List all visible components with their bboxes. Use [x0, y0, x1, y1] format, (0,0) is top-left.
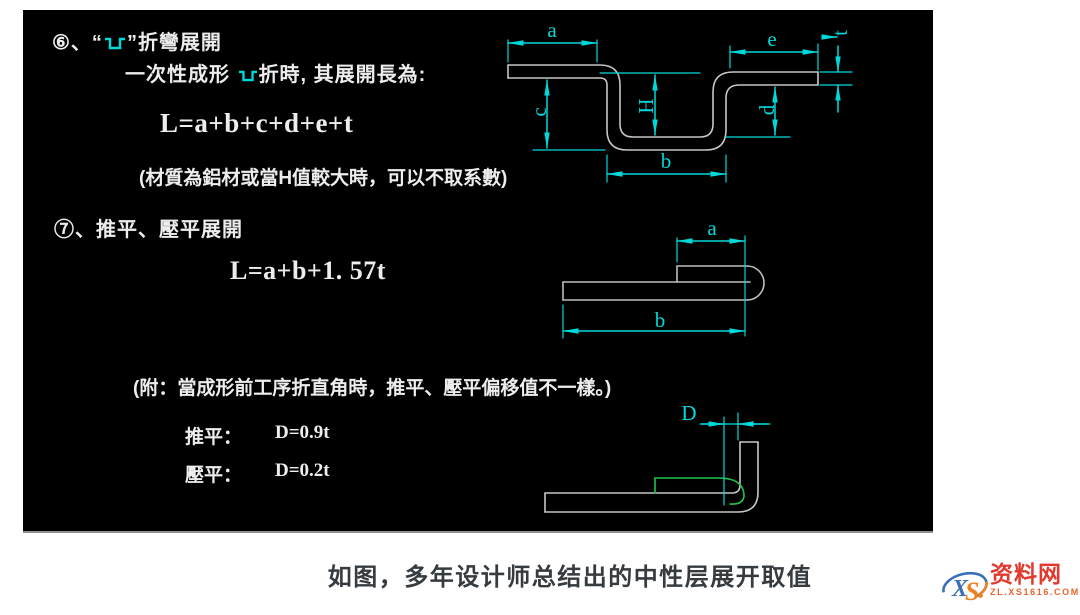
- flatten-offset-diagram: D: [544, 401, 771, 513]
- section7-note: (附：當成形前工序折直角時，推平、壓平偏移值不一樣。): [133, 378, 612, 399]
- watermark-site-name: 资料网: [990, 561, 1062, 587]
- dim-label-H: H: [634, 98, 658, 113]
- u-channel-dimension-lines: [507, 34, 841, 177]
- u-bend-icon: [104, 34, 126, 57]
- cad-slide-panel: ⑥、“”折彎展開 一次性成形 折時, 其展開長為: L=a+b+c+d+e+t …: [23, 10, 933, 533]
- xs-logo-icon: X S: [938, 563, 992, 614]
- section6-line1: 一次性成形 折時, 其展開長為:: [125, 58, 426, 89]
- hem-dim-label-b: b: [655, 308, 666, 332]
- logo-letter-s: S: [965, 577, 979, 606]
- hem-diagram: a b: [562, 225, 765, 339]
- l-bend-profile: [544, 441, 759, 513]
- dim-label-t: t: [828, 30, 852, 36]
- dim-label-e: e: [767, 27, 776, 51]
- section6-heading-suffix: ”折彎展開: [126, 32, 222, 54]
- u-channel-profile: [507, 64, 819, 151]
- dim-label-a: a: [547, 18, 557, 42]
- u-bend-icon: [238, 66, 258, 89]
- pressflat-value: D=0.2t: [275, 460, 330, 481]
- hem-profile: [562, 265, 765, 301]
- hem-overlay-green: [654, 477, 745, 505]
- dim-label-c: c: [527, 107, 551, 116]
- section6-line1-prefix: 一次性成形: [125, 64, 237, 86]
- pressflat-label: 壓平：: [185, 465, 243, 486]
- section7-formula: L=a+b+1. 57t: [230, 256, 386, 285]
- u-channel-extension-lines: [507, 39, 853, 183]
- watermark-site-url: ZL.XS1616.COM: [990, 587, 1080, 597]
- flatten-dim-label-D: D: [681, 401, 696, 425]
- flatten-extension-lines: [699, 412, 771, 506]
- watermark: X S 资料网 ZL.XS1616.COM: [938, 559, 1080, 613]
- pushflat-value: D=0.9t: [275, 422, 330, 443]
- page-caption: 如图，多年设计师总结出的中性层展开取值: [327, 565, 813, 591]
- dim-label-b: b: [661, 149, 672, 173]
- pushflat-label: 推平：: [185, 427, 243, 448]
- section6-heading-prefix: ⑥、“: [52, 32, 103, 54]
- section6-note: (材質為鋁材或當H值較大時，可以不取系數): [139, 168, 508, 189]
- u-channel-diagram: a e t c H d b: [507, 18, 853, 183]
- section6-formula: L=a+b+c+d+e+t: [160, 108, 354, 138]
- hem-dimension-lines: [562, 238, 746, 334]
- dim-label-d: d: [755, 104, 779, 115]
- logo-letter-x: X: [951, 576, 969, 602]
- section6-heading: ⑥、“ ”折彎展開: [52, 26, 222, 57]
- section7-heading: ⑦、推平、壓平展開: [54, 219, 243, 241]
- section6-line1-suffix: 折時, 其展開長為:: [258, 64, 427, 86]
- hem-dim-label-a: a: [707, 225, 717, 240]
